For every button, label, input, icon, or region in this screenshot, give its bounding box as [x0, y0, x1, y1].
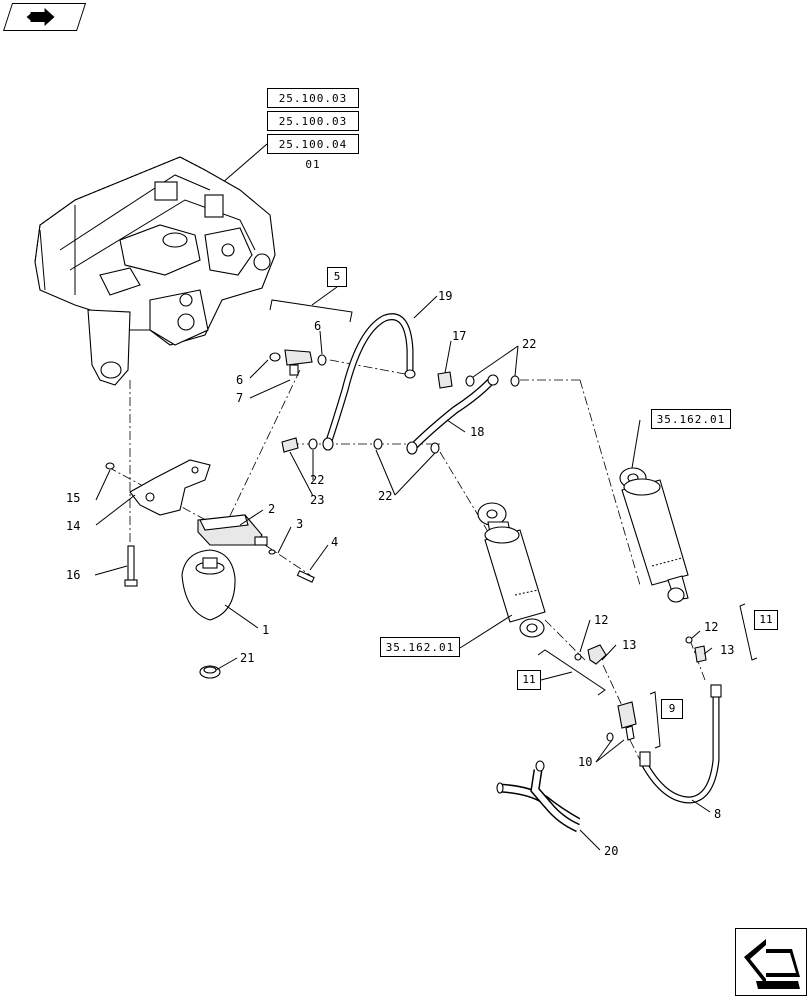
- seal-10: [606, 732, 614, 742]
- callout-10: 10: [578, 755, 592, 769]
- washer-15: [105, 462, 115, 470]
- cap-21: [199, 665, 221, 679]
- hose-20: [496, 760, 581, 833]
- fitting-17: [437, 371, 453, 389]
- front-frame-illustration: [34, 156, 276, 386]
- callout-19: 19: [438, 289, 452, 303]
- callout-22-bottom: 22: [378, 489, 392, 503]
- callout-21: 21: [240, 651, 254, 665]
- bolt-4: [296, 570, 315, 583]
- callout-13-left: 13: [622, 638, 636, 652]
- reference-35-162-01-right[interactable]: 35.162.01: [651, 409, 731, 429]
- next-page-button[interactable]: [735, 928, 807, 996]
- callout-22-top: 22: [522, 337, 536, 351]
- bracket-14: [129, 459, 211, 516]
- lift-cylinder-right: [619, 467, 689, 603]
- fitting-6-7: [269, 349, 327, 376]
- washer-3: [268, 549, 276, 555]
- seal-22-a: [308, 438, 318, 450]
- callout-15: 15: [66, 491, 80, 505]
- callout-17: 17: [452, 329, 466, 343]
- callout-14: 14: [66, 519, 80, 533]
- callout-7: 7: [236, 391, 243, 405]
- callout-1: 1: [262, 623, 269, 637]
- seal-12-left: [574, 653, 582, 661]
- callout-6-top: 6: [314, 319, 321, 333]
- callout-4: 4: [331, 535, 338, 549]
- callout-3: 3: [296, 517, 303, 531]
- hose-18: [406, 374, 499, 455]
- callout-13-right: 13: [720, 643, 734, 657]
- reference-35-162-01-left[interactable]: 35.162.01: [380, 637, 460, 657]
- valve-block: [197, 514, 268, 546]
- arrow-next-page-icon: [744, 939, 800, 989]
- seal-22-e: [510, 375, 520, 387]
- bolt-16: [124, 545, 138, 587]
- callout-16: 16: [66, 568, 80, 582]
- callout-8: 8: [714, 807, 721, 821]
- callout-6-left: 6: [236, 373, 243, 387]
- accumulator-sphere: [181, 549, 236, 621]
- kit-label-5: 5: [327, 267, 347, 287]
- fitting-23: [281, 437, 299, 453]
- lift-cylinder-left: [477, 502, 546, 638]
- hose-19: [322, 313, 416, 451]
- seal-22-b: [373, 438, 383, 450]
- elbow-13-left: [587, 644, 607, 665]
- arrow-right-icon: [26, 8, 55, 26]
- callout-23: 23: [310, 493, 324, 507]
- callout-18: 18: [470, 425, 484, 439]
- kit-label-11-left: 11: [517, 670, 541, 690]
- seal-12-right: [685, 636, 693, 644]
- callout-22-mid: 22: [310, 473, 324, 487]
- callout-20: 20: [604, 844, 618, 858]
- reference-25-100-04-01[interactable]: 25.100.04 01: [267, 134, 359, 171]
- callout-12-left: 12: [594, 613, 608, 627]
- kit-label-9: 9: [661, 699, 683, 719]
- callout-12-right: 12: [704, 620, 718, 634]
- previous-page-button[interactable]: [3, 3, 87, 31]
- tee-fitting-9: [617, 701, 637, 741]
- callout-2: 2: [268, 502, 275, 516]
- adapter-13-right: [694, 645, 707, 663]
- seal-22-d: [465, 375, 475, 387]
- seal-22-c: [430, 442, 440, 454]
- hose-8: [639, 684, 722, 804]
- kit-label-11-right: 11: [754, 610, 778, 630]
